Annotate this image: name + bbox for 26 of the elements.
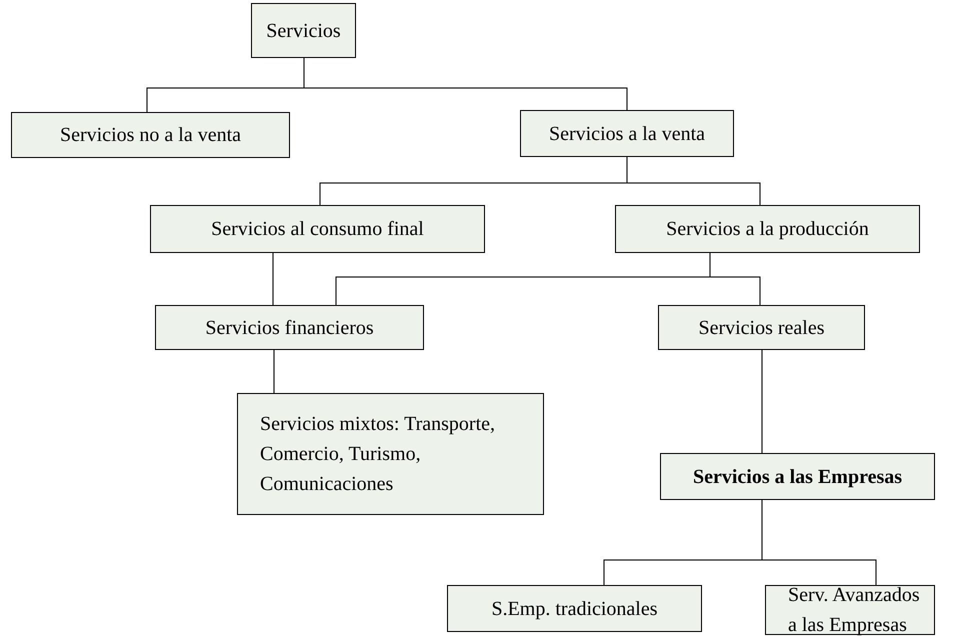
connector-line bbox=[272, 252, 274, 306]
connector-line bbox=[762, 500, 876, 586]
box-label: Servicios a la producción bbox=[666, 217, 869, 242]
box-label: S.Emp. tradicionales bbox=[491, 596, 658, 622]
category-box bbox=[150, 205, 485, 253]
box-label: Servicios no a la venta bbox=[60, 123, 242, 148]
box-label: Servicios bbox=[266, 18, 341, 44]
category-box bbox=[660, 453, 935, 500]
box-label: Servicios financieros bbox=[205, 316, 374, 340]
box-label: Servicios a la venta bbox=[548, 122, 706, 146]
connector-line bbox=[626, 156, 760, 206]
category-box bbox=[520, 110, 734, 157]
category-box bbox=[658, 305, 865, 350]
box-label: Servicios mixtos: Transporte, Comercio, Turismo, Comunicaciones bbox=[260, 412, 496, 497]
category-box bbox=[155, 305, 424, 350]
category-box bbox=[11, 112, 290, 158]
category-box bbox=[251, 3, 356, 58]
connector-line bbox=[710, 252, 760, 306]
box-label: Servicios a las Empresas bbox=[692, 464, 902, 490]
category-box bbox=[765, 585, 935, 635]
box-label: Servicios al consumo final bbox=[211, 217, 424, 242]
category-box bbox=[447, 585, 702, 632]
box-label: Servicios reales bbox=[698, 316, 825, 340]
category-box bbox=[237, 393, 544, 515]
category-box bbox=[615, 205, 920, 253]
box-label: Serv. Avanzados a las Empresas bbox=[788, 583, 921, 636]
